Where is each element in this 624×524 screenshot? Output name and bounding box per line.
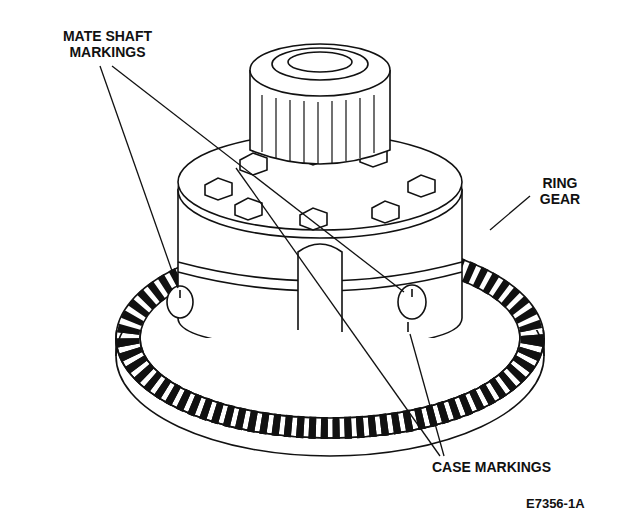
shaft-marking: [179, 290, 181, 298]
case-marking: [407, 322, 409, 332]
part-label: MATE SHAFT MARKINGS: [45, 28, 170, 60]
part-label: CASE MARKINGS: [432, 459, 551, 475]
shaft-marking: [411, 289, 413, 297]
bearing-bore: [272, 48, 368, 80]
mate-shaft-end: [167, 286, 193, 318]
bearing-top: [250, 44, 390, 96]
ring-gear-front: [116, 330, 544, 456]
leader-lines: [100, 66, 530, 456]
part-label: RING GEAR: [530, 175, 590, 207]
bearing-bore-inner: [288, 52, 352, 72]
case-window: [298, 244, 342, 332]
bearing-rollers: [262, 95, 374, 164]
figure-number: E7356-1A: [526, 497, 585, 512]
ring-gear-edge: [116, 338, 544, 356]
